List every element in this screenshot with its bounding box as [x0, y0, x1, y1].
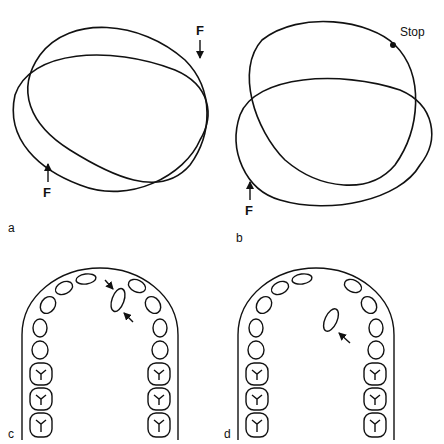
curve-pair-a	[13, 27, 208, 191]
force-arrows-a	[48, 40, 200, 182]
curve-pair-b	[236, 21, 432, 205]
force-label: F	[245, 204, 253, 217]
stop-label: Stop	[400, 26, 425, 38]
tooth-arrows-c	[105, 280, 133, 322]
force-label: F	[43, 186, 51, 199]
panel-letter: d	[224, 428, 231, 440]
force-arrow-b	[249, 182, 250, 200]
panel-letter: c	[8, 428, 14, 440]
dental-arch-d	[238, 268, 394, 440]
stop-point	[390, 42, 396, 48]
panel-letter: a	[8, 222, 15, 234]
force-label: F	[196, 24, 204, 37]
panel-letter: b	[236, 232, 243, 244]
dental-arch-c	[22, 268, 178, 440]
tooth-arrow-d	[339, 333, 350, 343]
